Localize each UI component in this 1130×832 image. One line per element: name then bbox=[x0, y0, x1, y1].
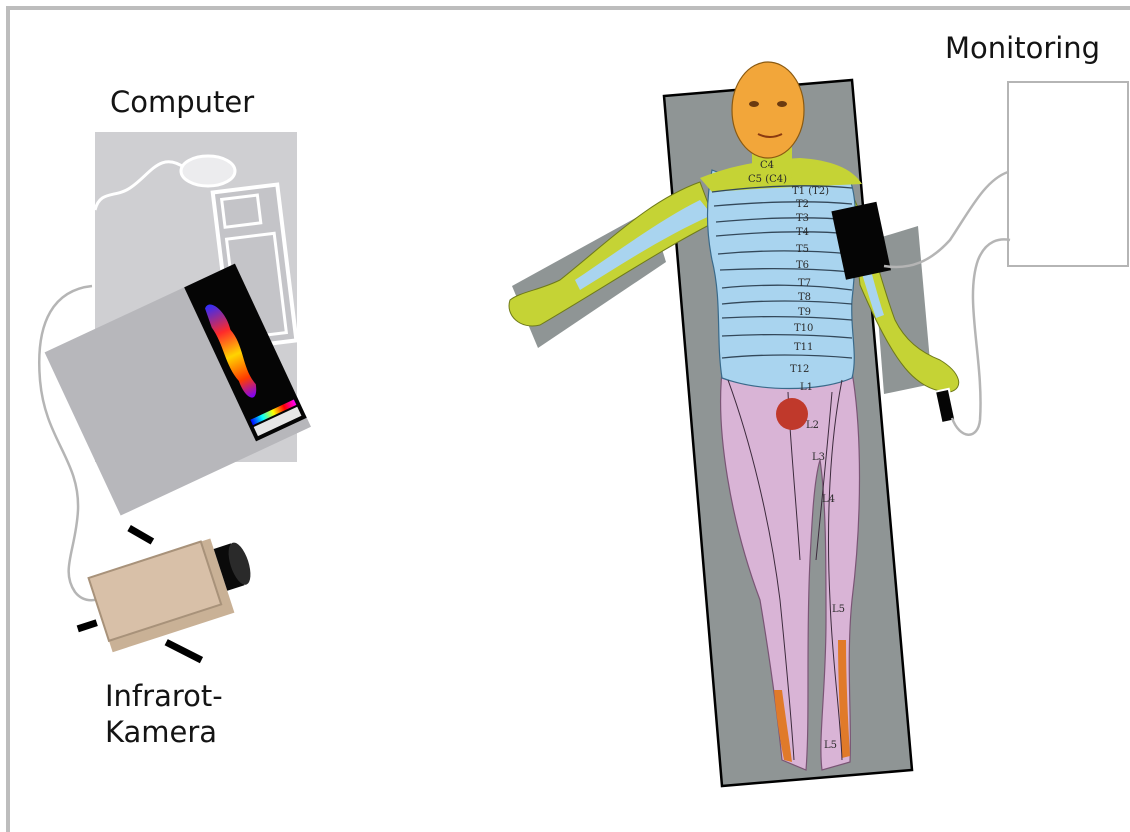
head bbox=[732, 62, 804, 158]
dermatome-label-t1: T1 (T2) bbox=[792, 186, 829, 197]
dermatome-label-t4: T4 bbox=[796, 227, 809, 238]
dermatome-label-l3: L3 bbox=[812, 452, 825, 463]
monitoring-label: Monitoring bbox=[945, 30, 1100, 66]
dermatome-label-t12: T12 bbox=[790, 364, 809, 375]
dermatome-label-t2: T2 bbox=[796, 199, 809, 210]
oximeter-cable bbox=[952, 239, 1010, 434]
mouse-icon bbox=[181, 156, 235, 186]
dermatome-label-l1: L1 bbox=[800, 382, 813, 393]
dermatome-label-t5: T5 bbox=[796, 244, 809, 255]
dermatome-label-t6: T6 bbox=[796, 260, 809, 271]
computer-workstation bbox=[39, 132, 311, 600]
infrared-camera-label-line1: Infrarot- bbox=[105, 678, 223, 714]
dermatome-label-t9: T9 bbox=[798, 307, 811, 318]
dermatome-label-t11: T11 bbox=[794, 342, 813, 353]
infrared-camera-label-line2: Kamera bbox=[105, 714, 223, 750]
dermatome-label-c5: C5 (C4) bbox=[748, 174, 787, 185]
monitor-screen bbox=[1008, 82, 1128, 266]
computer-label: Computer bbox=[110, 84, 254, 120]
genital-region bbox=[776, 398, 808, 430]
dermatome-label-l4: L4 bbox=[822, 494, 835, 505]
dermatome-label-l5-upper: L5 bbox=[832, 604, 845, 615]
dermatome-label-t8: T8 bbox=[798, 292, 811, 303]
dermatome-label-t7: T7 bbox=[798, 278, 811, 289]
infrared-camera-icon bbox=[53, 496, 273, 693]
dermatome-label-c4: C4 bbox=[760, 160, 774, 171]
dermatome-label-l5-foot: L5 bbox=[824, 740, 837, 751]
infrared-camera-label: Infrarot- Kamera bbox=[105, 678, 223, 750]
dermatome-label-t3: T3 bbox=[796, 213, 809, 224]
dermatome-label-l2: L2 bbox=[806, 420, 819, 431]
dermatome-label-t10: T10 bbox=[794, 323, 813, 334]
